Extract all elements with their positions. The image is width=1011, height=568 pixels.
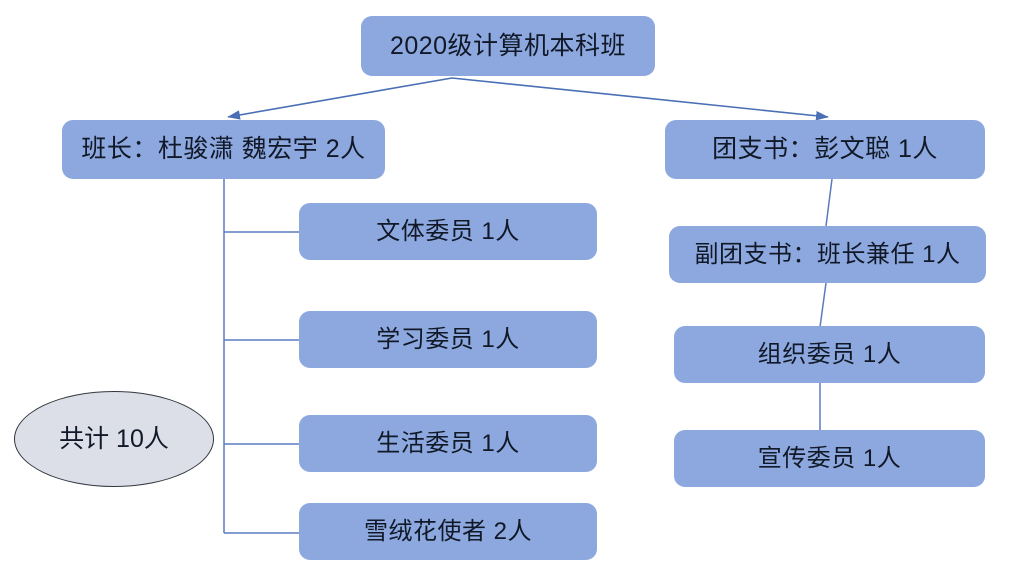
node-edelweiss-messenger[interactable]: 雪绒花使者 2人 bbox=[299, 503, 597, 560]
connector-deputy-to-organization bbox=[819, 282, 827, 328]
node-study-officer[interactable]: 学习委员 1人 bbox=[299, 311, 597, 368]
node-edelweiss-messenger-label: 雪绒花使者 2人 bbox=[363, 517, 532, 545]
node-monitor[interactable]: 班长：杜骏潇 魏宏宇 2人 bbox=[62, 120, 385, 179]
node-total-members[interactable]: 共计 10人 bbox=[14, 391, 214, 487]
node-class-root[interactable]: 2020级计算机本科班 bbox=[361, 16, 655, 76]
node-study-officer-label: 学习委员 1人 bbox=[376, 325, 520, 353]
node-monitor-label: 班长：杜骏潇 魏宏宇 2人 bbox=[81, 135, 366, 163]
node-publicity-officer[interactable]: 宣传委员 1人 bbox=[674, 430, 985, 487]
node-total-members-label: 共计 10人 bbox=[59, 424, 169, 453]
node-class-root-label: 2020级计算机本科班 bbox=[389, 31, 627, 60]
node-life-officer-label: 生活委员 1人 bbox=[376, 429, 520, 457]
node-culture-sports-officer[interactable]: 文体委员 1人 bbox=[299, 203, 597, 260]
node-culture-sports-officer-label: 文体委员 1人 bbox=[376, 217, 520, 245]
connector-league-to-deputy bbox=[825, 178, 833, 227]
node-deputy-league-secretary[interactable]: 副团支书：班长兼任 1人 bbox=[669, 226, 986, 283]
node-league-secretary[interactable]: 团支书：彭文聪 1人 bbox=[665, 120, 985, 179]
node-publicity-officer-label: 宣传委员 1人 bbox=[757, 444, 902, 472]
node-organization-officer[interactable]: 组织委员 1人 bbox=[674, 326, 985, 383]
connector-root-to-league bbox=[451, 77, 829, 121]
node-deputy-league-secretary-label: 副团支书：班长兼任 1人 bbox=[694, 240, 961, 268]
node-life-officer[interactable]: 生活委员 1人 bbox=[299, 415, 597, 472]
node-organization-officer-label: 组织委员 1人 bbox=[757, 340, 902, 368]
node-league-secretary-label: 团支书：彭文聪 1人 bbox=[712, 135, 938, 163]
connector-root-to-monitor bbox=[227, 77, 453, 120]
